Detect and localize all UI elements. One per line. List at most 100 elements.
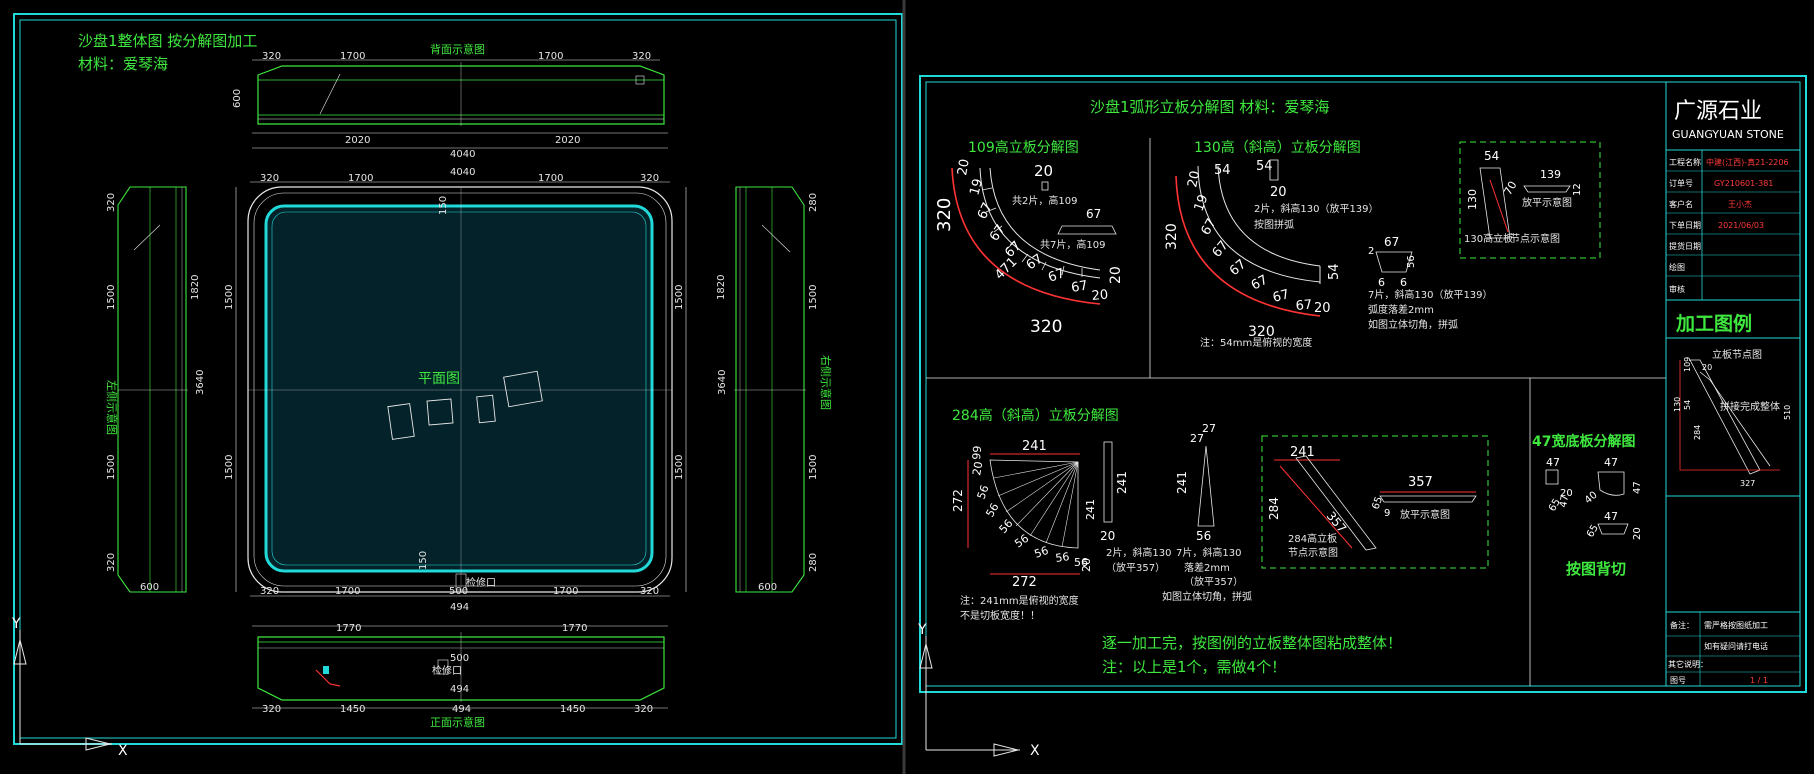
svg-text:注：54mm是俯视的宽度: 注：54mm是俯视的宽度 (1200, 336, 1312, 349)
svg-text:图号: 图号 (1670, 676, 1686, 685)
svg-text:56: 56 (1033, 544, 1051, 561)
svg-text:280: 280 (808, 553, 819, 572)
svg-text:320: 320 (634, 704, 653, 715)
svg-text:67: 67 (1271, 287, 1291, 306)
svg-text:20: 20 (1632, 527, 1643, 540)
svg-text:27: 27 (1202, 422, 1216, 435)
tb-label-2: 客户名 (1669, 199, 1693, 209)
svg-text:320: 320 (260, 173, 279, 184)
svg-text:67: 67 (1002, 239, 1024, 261)
svg-text:1500: 1500 (674, 285, 685, 310)
svg-text:20: 20 (970, 460, 985, 476)
svg-text:2: 2 (1368, 246, 1374, 257)
svg-text:99: 99 (970, 445, 984, 460)
svg-text:3640: 3640 (717, 370, 728, 395)
back-view-label: 背面示意图 (430, 42, 485, 56)
svg-text:67: 67 (1070, 278, 1089, 296)
svg-text:20: 20 (1108, 266, 1124, 284)
svg-text:56: 56 (1406, 255, 1417, 268)
legend-title: 加工图例 (1675, 312, 1752, 335)
svg-text:注：241mm是俯视的宽度: 注：241mm是俯视的宽度 (960, 594, 1079, 607)
svg-text:56: 56 (1012, 532, 1031, 551)
svg-text:X: X (1030, 743, 1040, 759)
svg-text:立板节点图: 立板节点图 (1712, 348, 1762, 361)
svg-text:1450: 1450 (560, 704, 585, 715)
svg-text:284高立板: 284高立板 (1288, 532, 1337, 545)
svg-text:54: 54 (1484, 149, 1499, 163)
left-title: 沙盘1整体图 按分解图加工 (78, 32, 257, 50)
panel-47: 47宽底板分解图 47 20 47 47 40 65 47 47 65 20 按… (1532, 433, 1643, 578)
svg-text:65: 65 (1370, 495, 1385, 511)
svg-text:357: 357 (1324, 509, 1349, 536)
svg-text:如有疑问请打电话: 如有疑问请打电话 (1704, 641, 1768, 651)
svg-text:不是切板宽度！！: 不是切板宽度！！ (960, 609, 1040, 622)
svg-text:节点示意图: 节点示意图 (1288, 546, 1338, 559)
svg-text:320: 320 (260, 586, 279, 597)
svg-text:7片，斜高130: 7片，斜高130 (1176, 546, 1241, 559)
svg-text:320: 320 (640, 586, 659, 597)
svg-text:67: 67 (1198, 216, 1219, 238)
svg-text:320: 320 (934, 198, 955, 232)
svg-text:357: 357 (1408, 475, 1433, 490)
svg-text:320: 320 (1164, 223, 1180, 250)
front-view: 1770 1770 检修口 500 494 320 1450 494 1450 … (252, 623, 668, 729)
svg-text:Y: Y (917, 622, 927, 638)
svg-text:54: 54 (1214, 163, 1231, 178)
svg-text:20: 20 (955, 158, 973, 177)
svg-text:130: 130 (1673, 397, 1682, 412)
svg-text:如图立体切角，拼弧: 如图立体切角，拼弧 (1368, 318, 1458, 331)
svg-text:500: 500 (449, 586, 468, 597)
svg-text:320: 320 (1030, 317, 1062, 337)
svg-text:1500: 1500 (808, 285, 819, 310)
right-sheet: 沙盘1弧形立板分解图 材料：爱琴海 109高立板分解图 320 320 20 1… (902, 0, 1807, 774)
svg-text:1500: 1500 (674, 455, 685, 480)
svg-text:471: 471 (992, 255, 1020, 283)
title-block: 广源石业 GUANGYUAN STONE 工程名称 中建(江西)-真21-220… (1665, 81, 1801, 687)
left-sheet: 沙盘1整体图 按分解图加工 材料：爱琴海 背面示意图 320 1700 1700… (11, 13, 903, 759)
svg-text:56: 56 (975, 483, 992, 501)
tb-value-3: 2021/06/03 (1718, 221, 1764, 230)
svg-text:弧度落差2mm: 弧度落差2mm (1368, 303, 1434, 316)
svg-text:320: 320 (262, 704, 281, 715)
panel-130-node: 54 130 70 139 12 放平示意图 130高立板 节点示意图 (1459, 141, 1601, 259)
left-side-label: 左侧示意图 (105, 380, 119, 435)
tb-label-5: 绘图 (1669, 262, 1685, 272)
tb-label-0: 工程名称 (1669, 157, 1701, 167)
svg-text:1450: 1450 (340, 704, 365, 715)
svg-text:494: 494 (452, 704, 471, 715)
panel-109: 109高立板分解图 320 320 20 19 67 67 67 67 67 6… (934, 139, 1124, 337)
svg-text:139: 139 (1540, 168, 1561, 181)
company-name: 广源石业 (1674, 99, 1762, 124)
svg-text:320: 320 (1248, 324, 1275, 340)
svg-text:241: 241 (1084, 499, 1097, 520)
svg-text:放平示意图: 放平示意图 (1522, 196, 1572, 209)
svg-text:67: 67 (1210, 238, 1232, 260)
svg-text:（放平357）: （放平357） (1106, 561, 1165, 574)
svg-text:241: 241 (1022, 439, 1047, 454)
access-port-label-front: 检修口 (432, 664, 462, 677)
tb-label-4: 提货日期 (1669, 241, 1701, 251)
svg-text:19: 19 (967, 177, 986, 197)
svg-text:20: 20 (1100, 529, 1115, 543)
svg-text:共2片，高109: 共2片，高109 (1012, 194, 1077, 207)
svg-text:按图拼弧: 按图拼弧 (1254, 218, 1294, 231)
svg-text:4040: 4040 (450, 149, 475, 160)
svg-text:67: 67 (1249, 273, 1271, 294)
svg-text:241: 241 (1290, 445, 1315, 460)
svg-text:20: 20 (1080, 558, 1093, 572)
tb-label-3: 下单日期 (1669, 220, 1701, 230)
svg-text:1770: 1770 (562, 623, 587, 634)
svg-text:600: 600 (758, 582, 777, 593)
title-block-rows: 工程名称 中建(江西)-真21-2206 订单号 GY210601-381 客户… (1666, 157, 1800, 301)
svg-text:150: 150 (438, 196, 449, 215)
panel-47-title: 47宽底板分解图 (1532, 433, 1635, 450)
svg-text:1500: 1500 (224, 285, 235, 310)
right-sheet-border (919, 75, 1807, 693)
svg-text:20: 20 (1270, 185, 1287, 200)
svg-text:1500: 1500 (808, 455, 819, 480)
svg-text:共7片，高109: 共7片，高109 (1040, 238, 1105, 251)
svg-text:9: 9 (1384, 508, 1390, 519)
front-view-label: 正面示意图 (430, 715, 485, 729)
svg-text:20: 20 (1034, 162, 1053, 180)
